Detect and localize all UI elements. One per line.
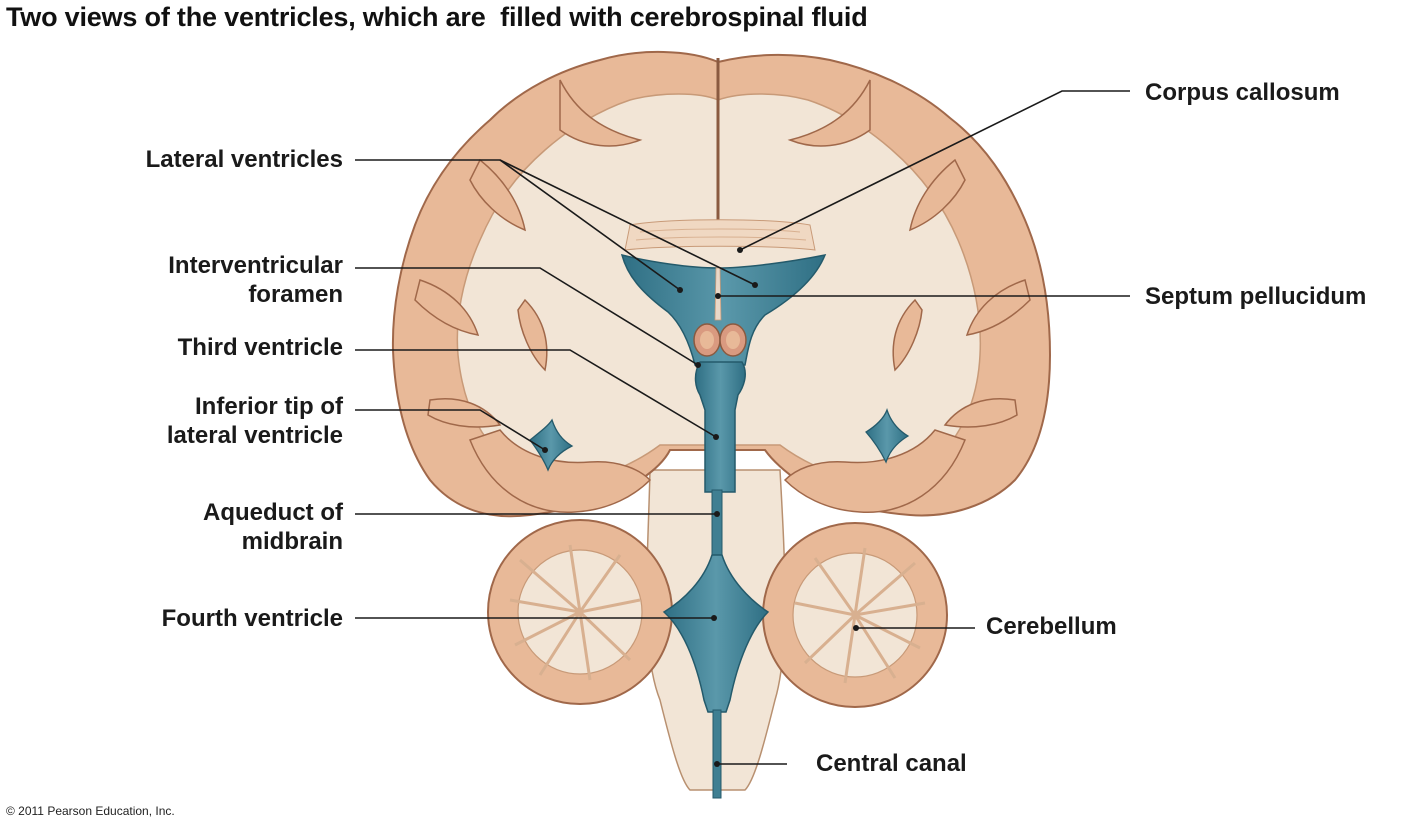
label-lateral-ventricles-text: Lateral ventricles [145, 146, 343, 173]
label-interventricular-foramen: Interventricular foramen [168, 251, 343, 309]
label-third-ventricle: Third ventricle [178, 333, 343, 362]
label-interventricular-line1: Interventricular [168, 252, 343, 279]
leader-corpus-callosum [739, 90, 1130, 251]
fourth-ventricle-shape [662, 554, 770, 713]
label-septum-pellucidum: Septum pellucidum [1145, 283, 1367, 310]
diagram-title: Two views of the ventricles, which are f… [6, 2, 868, 32]
label-interventricular-line2: foramen [248, 281, 343, 308]
leader-inferior-tip [355, 409, 546, 451]
leader-lines [355, 90, 1130, 765]
label-aqueduct-line1: Aqueduct of [203, 499, 343, 526]
corpus-callosum-shape [624, 219, 816, 251]
label-fourth-ventricle: Fourth ventricle [162, 604, 343, 633]
inferior-horn-left [529, 418, 574, 472]
leader-dots [542, 247, 859, 767]
label-lateral-ventricles: Lateral ventricles [146, 145, 343, 174]
leader-lateral-ventricles-b [499, 159, 756, 286]
label-inferior-tip: Inferior tip of lateral ventricle [167, 392, 343, 450]
third-ventricle-shape [694, 361, 746, 493]
label-inferior-tip-line2: lateral ventricle [166, 422, 343, 449]
inferior-horn-right [864, 408, 910, 464]
label-central-canal: Central canal [816, 750, 967, 777]
cerebellum-left [487, 519, 673, 705]
leader-third-ventricle [355, 349, 717, 438]
label-cerebellum: Cerebellum [986, 613, 1117, 640]
label-aqueduct-line2: midbrain [241, 528, 343, 555]
label-aqueduct-of-midbrain: Aqueduct of midbrain [203, 498, 343, 556]
label-third-ventricle-text: Third ventricle [177, 334, 343, 361]
cerebral-aqueduct-shape [711, 489, 723, 561]
label-inferior-tip-line1: Inferior tip of [195, 393, 343, 420]
gyri-folds [414, 79, 1031, 428]
copyright-notice: © 2011 Pearson Education, Inc. [6, 804, 175, 818]
leader-interventricular [355, 267, 699, 366]
cerebellum-right [762, 522, 948, 708]
label-corpus-callosum: Corpus callosum [1145, 79, 1340, 106]
label-fourth-ventricle-text: Fourth ventricle [161, 605, 343, 632]
central-canal-shape [712, 709, 722, 799]
